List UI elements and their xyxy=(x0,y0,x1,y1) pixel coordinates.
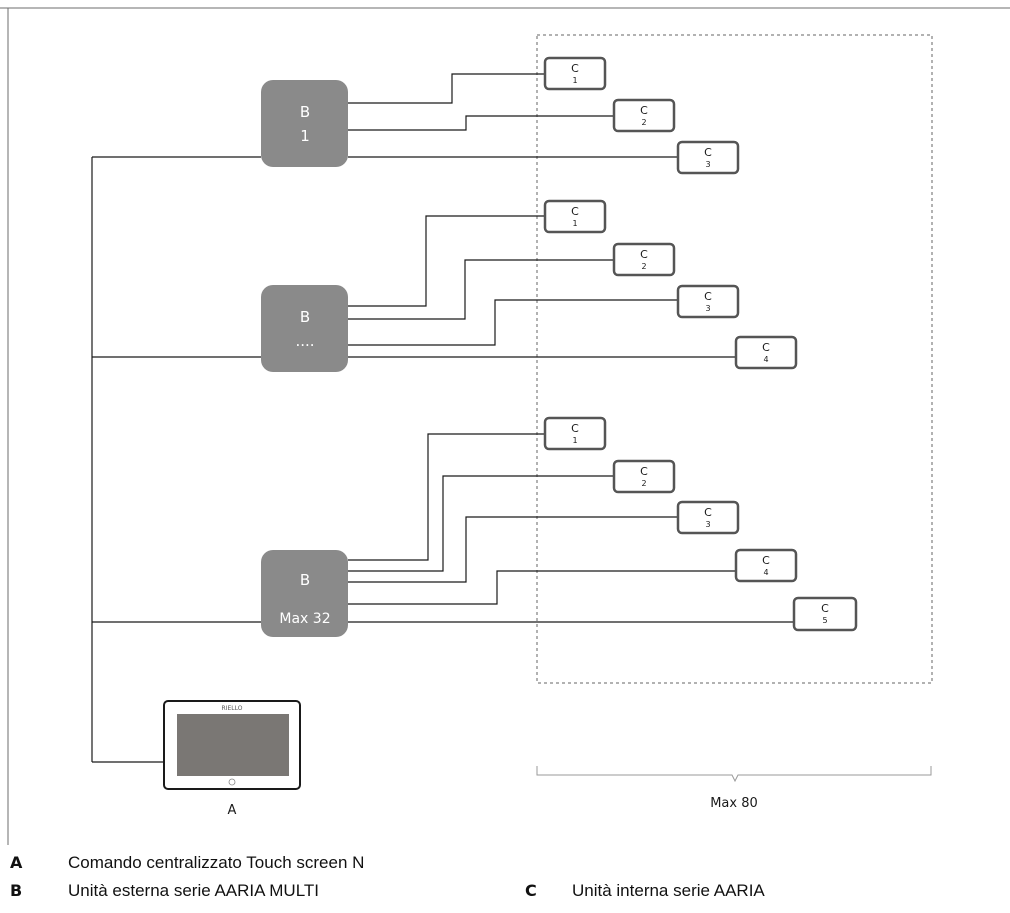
indoor-unit-number: 3 xyxy=(705,160,710,169)
indoor-unit-number: 1 xyxy=(572,436,577,445)
outdoor-unit-3: B Max 32 xyxy=(261,550,348,637)
home-button-icon xyxy=(228,778,236,786)
legend-text-a: Comando centralizzato Touch screen N xyxy=(68,853,364,872)
indoor-unit-g2-2: C 2 xyxy=(612,242,676,277)
indoor-unit-g3-3: C 3 xyxy=(676,500,740,535)
indoor-unit-number: 2 xyxy=(641,262,646,271)
outdoor-unit-3-index: Max 32 xyxy=(279,611,330,627)
indoor-unit-g3-4: C 4 xyxy=(734,548,798,583)
indoor-unit-g2-1: C 1 xyxy=(543,199,607,234)
indoor-unit-number: 2 xyxy=(641,118,646,127)
touch-panel-label: A xyxy=(228,803,237,818)
indoor-unit-number: 3 xyxy=(705,304,710,313)
touch-screen-display xyxy=(177,714,289,776)
indoor-unit-letter: C xyxy=(762,554,770,567)
indoor-unit-letter: C xyxy=(821,602,829,615)
indoor-unit-number: 4 xyxy=(763,568,768,577)
indoor-unit-g3-5: C 5 xyxy=(792,596,858,632)
indoor-unit-number: 2 xyxy=(641,479,646,488)
indoor-unit-letter: C xyxy=(571,205,579,218)
legend-text-b: Unità esterna serie AARIA MULTI xyxy=(68,881,319,900)
indoor-units-boundary xyxy=(536,34,933,684)
indoor-unit-g3-2: C 2 xyxy=(612,459,676,494)
indoor-unit-letter: C xyxy=(571,62,579,75)
indoor-unit-letter: C xyxy=(704,146,712,159)
outdoor-unit-3-letter: B xyxy=(300,571,310,589)
indoor-unit-g2-3: C 3 xyxy=(676,284,740,319)
outdoor-unit-2-letter: B xyxy=(300,308,310,326)
outdoor-unit-1-letter: B xyxy=(300,103,310,121)
indoor-unit-letter: C xyxy=(762,341,770,354)
max-brace xyxy=(536,766,932,783)
indoor-unit-letter: C xyxy=(640,104,648,117)
wires-group-2 xyxy=(348,215,736,358)
legend-text-c: Unità interna serie AARIA xyxy=(572,881,765,900)
outdoor-unit-2: B .... xyxy=(261,285,348,372)
max-indoor-label: Max 80 xyxy=(710,796,758,811)
legend-key-c: C xyxy=(525,881,537,900)
outdoor-unit-1: B 1 xyxy=(261,80,348,167)
touch-screen-controller: RIELLO xyxy=(163,700,301,790)
outdoor-unit-1-index: 1 xyxy=(300,127,310,145)
indoor-unit-number: 1 xyxy=(572,76,577,85)
indoor-unit-letter: C xyxy=(704,506,712,519)
indoor-unit-g1-3: C 3 xyxy=(676,140,740,175)
indoor-unit-letter: C xyxy=(640,465,648,478)
indoor-unit-g3-1: C 1 xyxy=(543,416,607,451)
indoor-unit-g1-2: C 2 xyxy=(612,98,676,133)
indoor-unit-number: 4 xyxy=(763,355,768,364)
outdoor-unit-2-index: .... xyxy=(295,332,314,350)
indoor-unit-number: 3 xyxy=(705,520,710,529)
wires-group-3 xyxy=(348,433,794,623)
legend-key-a: A xyxy=(10,853,23,872)
legend: A Comando centralizzato Touch screen N B… xyxy=(10,853,765,900)
indoor-unit-letter: C xyxy=(571,422,579,435)
legend-key-b: B xyxy=(10,881,22,900)
indoor-unit-g2-4: C 4 xyxy=(734,335,798,370)
wires-group-1 xyxy=(348,73,678,158)
indoor-unit-number: 5 xyxy=(822,616,827,625)
indoor-unit-number: 1 xyxy=(572,219,577,228)
indoor-unit-letter: C xyxy=(704,290,712,303)
indoor-unit-g1-1: C 1 xyxy=(543,56,607,91)
indoor-unit-letter: C xyxy=(640,248,648,261)
brand-logo: RIELLO xyxy=(222,705,243,712)
